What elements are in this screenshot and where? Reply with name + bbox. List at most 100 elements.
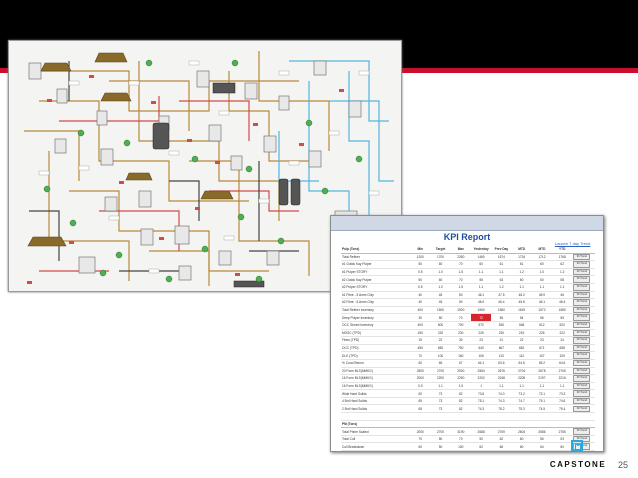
table-cell: 63 [491, 275, 512, 284]
table-cell: 1.1 [531, 283, 553, 292]
table-cell: 1.1 [531, 382, 553, 391]
table-cell: 60 [410, 389, 431, 398]
trend-button[interactable]: 30 Trend [573, 352, 591, 359]
table-cell: 82 [450, 397, 471, 406]
table-cell: 62 [470, 442, 492, 451]
trend-button[interactable]: 30 Trend [573, 367, 591, 374]
table-cell: 50 [470, 435, 492, 444]
trend-button[interactable]: 30 Trend [573, 261, 591, 268]
trend-button[interactable]: 30 Trend [573, 253, 591, 260]
trend-button[interactable]: 30 Trend [573, 390, 591, 397]
table-cell: 100 [410, 450, 431, 451]
table-cell: 120 [552, 450, 573, 451]
table-cell [511, 420, 532, 429]
trend-button[interactable]: 30 Trend [573, 397, 591, 405]
trend-button[interactable]: 30 Trend [573, 344, 591, 351]
trend-button[interactable]: 30 Trend [573, 382, 591, 389]
table-cell [552, 412, 573, 421]
table-cell: 1550 [470, 306, 492, 315]
table-cell [552, 420, 573, 429]
trend-button[interactable]: 30 Trend [573, 299, 591, 306]
table-cell: 60 [410, 442, 431, 451]
trend-button[interactable]: 30 Trend [573, 314, 591, 321]
table-row: Total Bale + Trim loss100120180124119118… [341, 450, 595, 451]
trend-cell: 30 Trend [572, 321, 595, 330]
table-cell: 230 [491, 329, 512, 338]
table-cell: 70 [410, 351, 431, 360]
row-label: DLK (TPD) [341, 351, 411, 360]
launch-trend-link[interactable]: Launch 7 day Trend [555, 241, 591, 246]
table-cell: 2216 [552, 374, 573, 383]
table-cell: 1.1 [552, 382, 573, 391]
table-cell [430, 420, 451, 429]
table-cell: 2250 [450, 374, 471, 383]
trend-button[interactable]: 30 Trend [573, 428, 591, 435]
table-cell: 2197 [531, 374, 553, 383]
table-cell: 70 [450, 275, 471, 284]
table-cell: 60 [511, 442, 532, 451]
trend-button[interactable]: 30 Trend [573, 284, 591, 291]
table-cell: 50 [410, 260, 431, 269]
table-cell: 1 [470, 382, 492, 391]
col-header: Pulp (Tons) [341, 246, 411, 254]
table-cell: 1900 [450, 306, 471, 315]
trend-button[interactable]: 30 Trend [573, 329, 591, 336]
table-cell: 46.0 [470, 298, 492, 307]
trend-button[interactable]: 30 Trend [573, 359, 591, 367]
table-cell: 109 [552, 351, 573, 360]
kpi-report-title: KPI Report [443, 232, 491, 242]
table-cell: 119 [491, 450, 512, 451]
trend-button[interactable]: 30 Trend [573, 375, 591, 382]
table-cell [491, 412, 512, 421]
table-cell: 67 [450, 359, 471, 368]
table-cell: 73 [430, 389, 451, 398]
trend-cell: 30 Trend [572, 450, 595, 451]
trend-button[interactable]: 30 Trend [573, 268, 591, 275]
table-cell: 160 [450, 351, 471, 360]
table-cell: 60 [410, 359, 431, 368]
table-cell: 24 [552, 336, 573, 345]
logo-mark-icon [571, 440, 583, 452]
col-header [572, 246, 595, 254]
trend-button[interactable]: 30 Trend [573, 306, 591, 313]
table-cell [511, 412, 532, 421]
trend-button[interactable]: 30 Trend [573, 405, 591, 412]
table-cell: 1.2 [552, 268, 573, 277]
table-cell [450, 412, 471, 421]
trend-cell: 30 Trend [572, 351, 595, 360]
trend-button[interactable]: 30 Trend [573, 291, 591, 298]
table-cell: 2000 [410, 374, 431, 383]
table-cell: 225 [470, 329, 492, 338]
table-cell: 548 [511, 321, 532, 330]
table-cell: 50 [430, 435, 451, 444]
table-cell: 2202 [470, 374, 492, 383]
col-header: Target [430, 246, 451, 254]
trend-button[interactable]: 30 Trend [573, 337, 591, 344]
table-cell: 1572 [531, 306, 553, 315]
table-cell: 75.2 [491, 404, 512, 414]
table-cell: 1.1 [491, 268, 512, 277]
table-cell: 118 [511, 450, 532, 451]
table-cell: 1.1 [470, 268, 492, 277]
table-cell: 110 [491, 351, 512, 360]
table-cell: 65.2 [531, 359, 553, 368]
table-cell [410, 420, 431, 429]
table-cell: 120 [430, 450, 451, 451]
row-label: Fines (TPD) [341, 336, 411, 345]
trend-button[interactable]: 30 Trend [573, 321, 591, 329]
table-cell: 64 [531, 442, 553, 451]
trend-button[interactable]: 30 Trend [573, 276, 591, 283]
table-cell: 40 [410, 291, 431, 300]
table-cell: 1.5 [450, 382, 471, 391]
table-cell: 46.1 [531, 298, 553, 307]
table-cell: 82 [450, 389, 471, 398]
